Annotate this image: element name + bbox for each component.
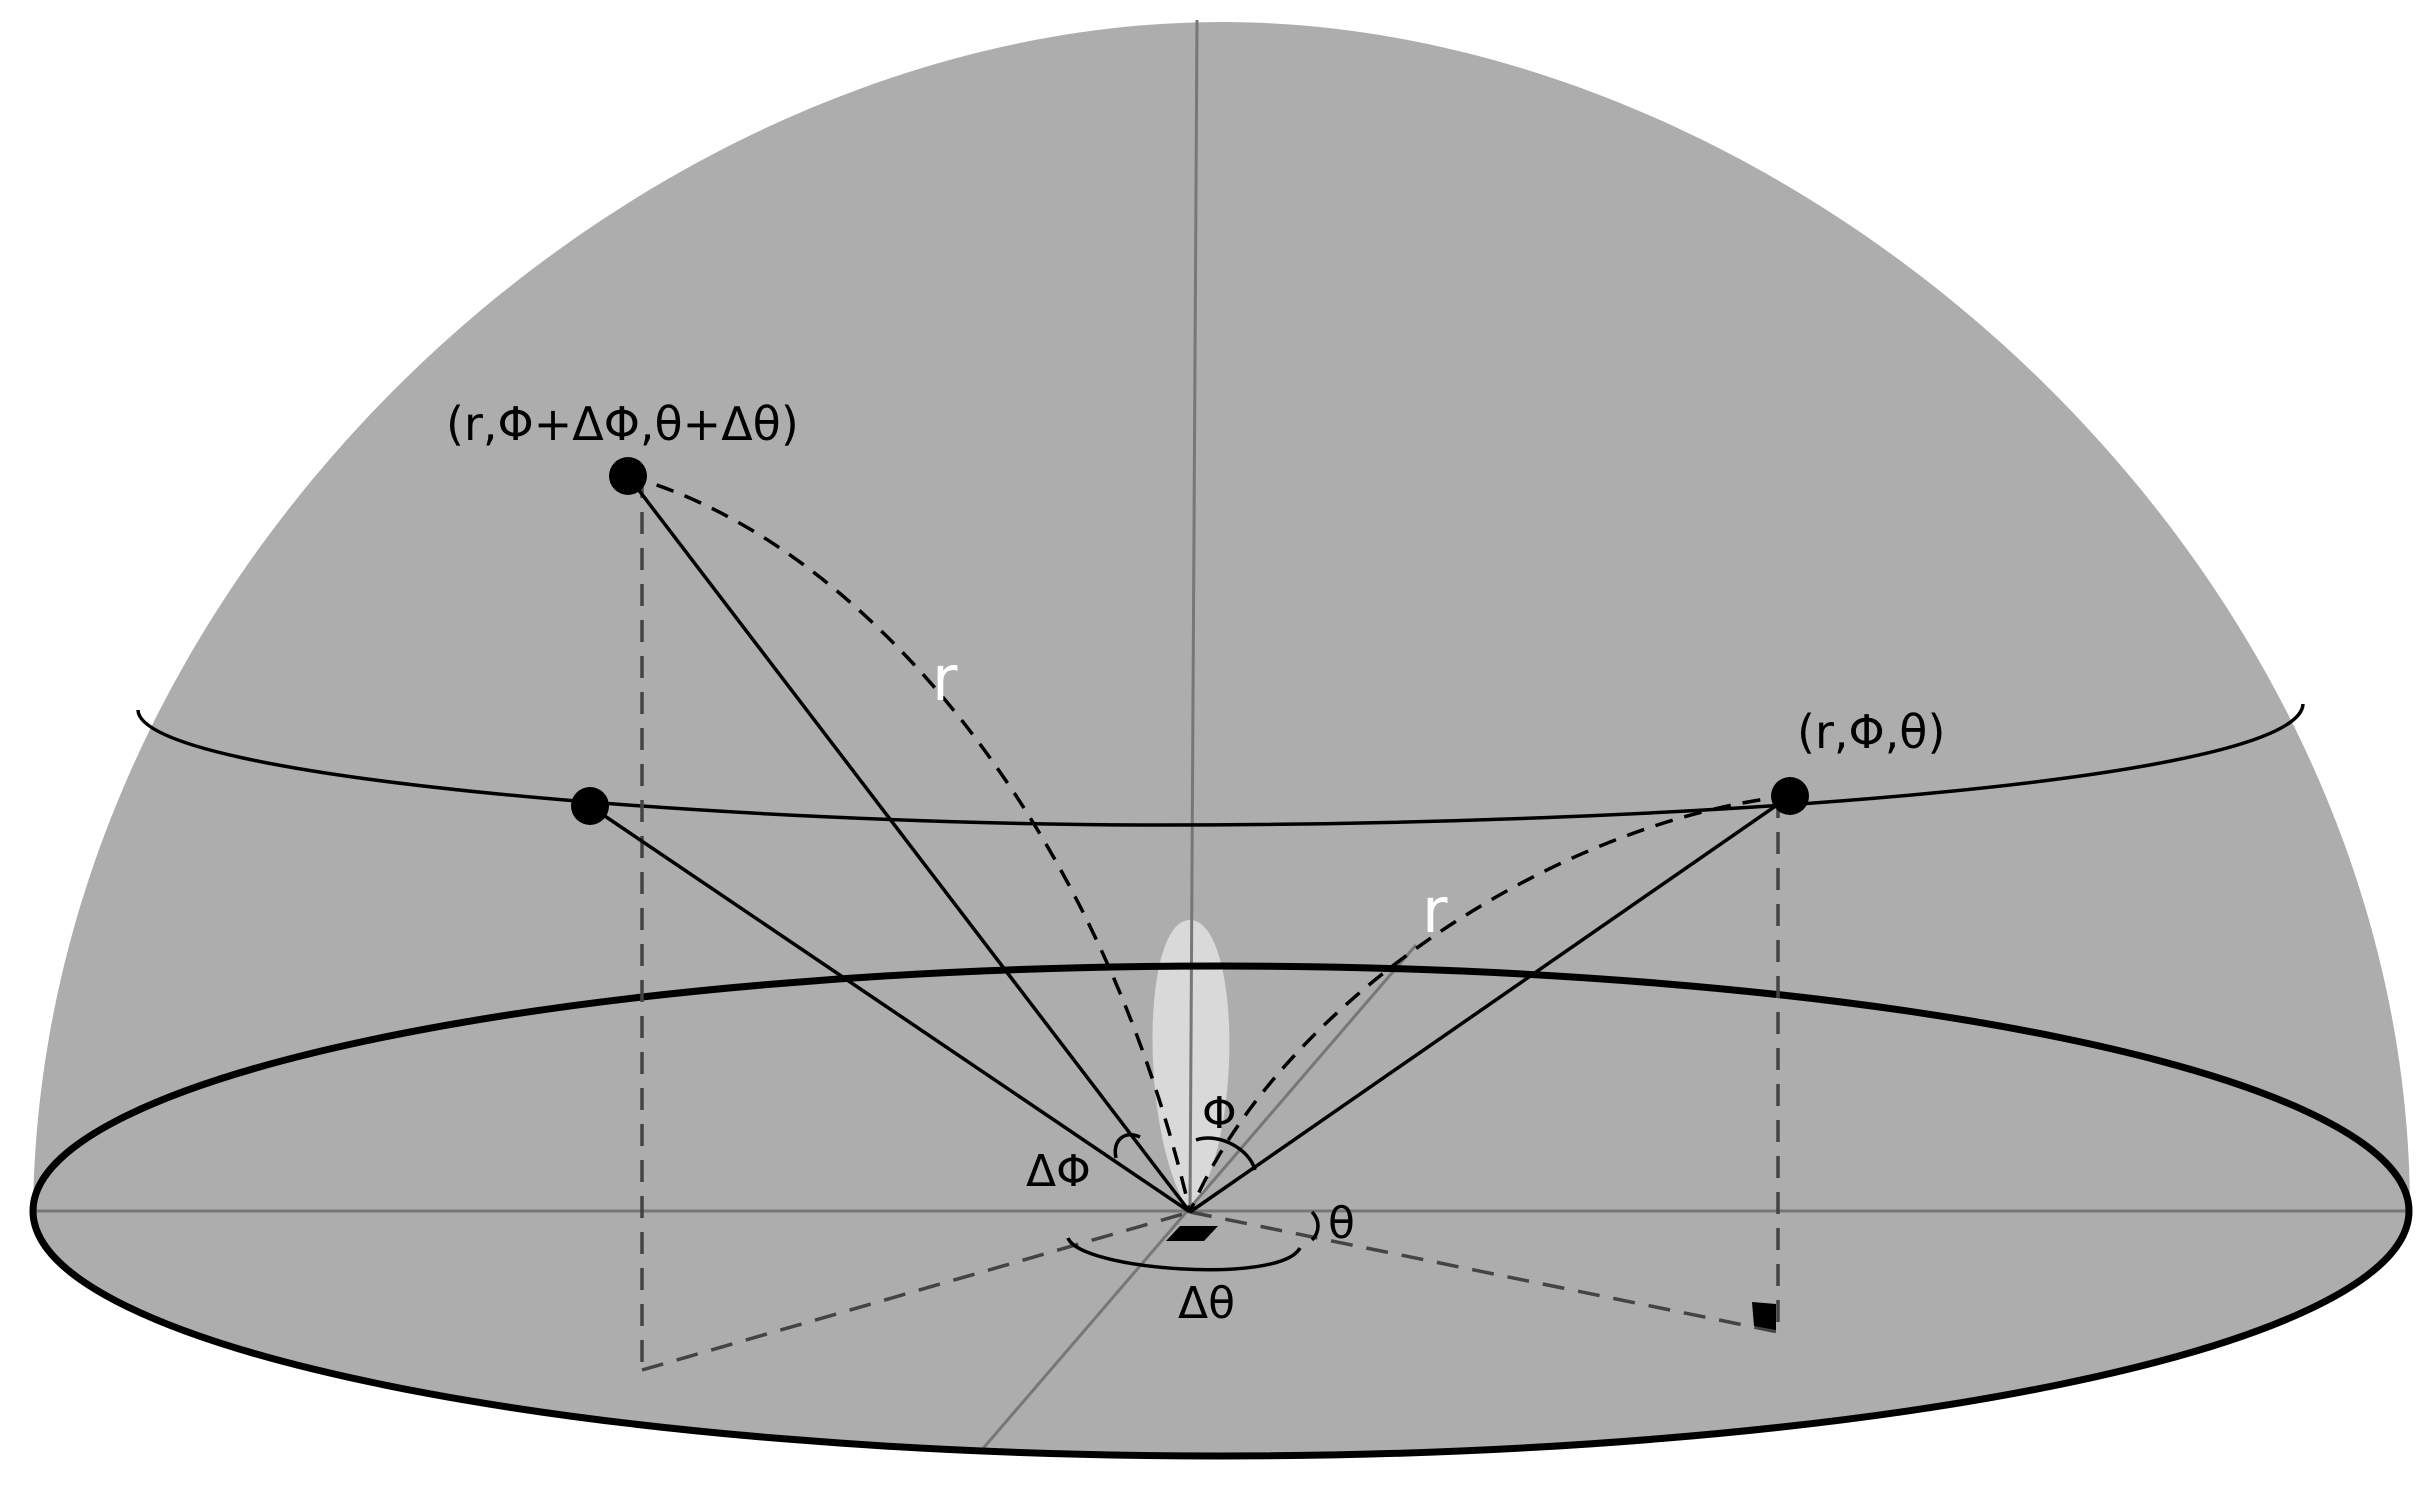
delta-phi-arc <box>1113 1133 1141 1159</box>
base-ellipse <box>29 962 2413 1460</box>
radius-lines <box>589 474 1791 1214</box>
right-angle-marker <box>1752 1302 1776 1330</box>
point-left <box>571 787 609 825</box>
dashed-projections <box>640 476 1780 1372</box>
point-upper <box>609 457 647 495</box>
right-floor-projection <box>1189 1210 1779 1334</box>
y-axis <box>978 944 1418 1453</box>
right-r-arc <box>1188 794 1791 1213</box>
delta-theta-arc <box>1066 1237 1302 1272</box>
left-floor-projection <box>641 1210 1191 1372</box>
r-label-right: r <box>1422 874 1448 947</box>
delta-theta-label: Δθ <box>1178 1278 1235 1329</box>
delta-phi-label: ΔΦ <box>1026 1146 1091 1197</box>
radius-left <box>589 804 1191 1214</box>
r-label-upper: r <box>932 642 958 715</box>
point-right <box>1771 777 1809 815</box>
point-right-label: (r,Φ,θ) <box>1797 705 1945 759</box>
point-upper-label: (r,Φ+ΔΦ,θ+Δθ) <box>446 397 799 451</box>
dashed-arcs <box>627 474 1791 1213</box>
hemisphere-dome <box>33 22 2410 1457</box>
theta-arc <box>1310 1210 1320 1242</box>
phi-label: Φ <box>1202 1088 1237 1139</box>
phi-arc <box>1195 1136 1257 1171</box>
angle-arcs <box>1066 1133 1320 1272</box>
radius-upper <box>626 474 1192 1214</box>
latitude-circle <box>136 703 2305 827</box>
upper-r-arc <box>627 474 1192 1213</box>
z-axis <box>1188 19 1199 1213</box>
area-element <box>1166 1226 1218 1241</box>
radius-right <box>1189 794 1791 1214</box>
theta-label: θ <box>1328 1198 1355 1249</box>
